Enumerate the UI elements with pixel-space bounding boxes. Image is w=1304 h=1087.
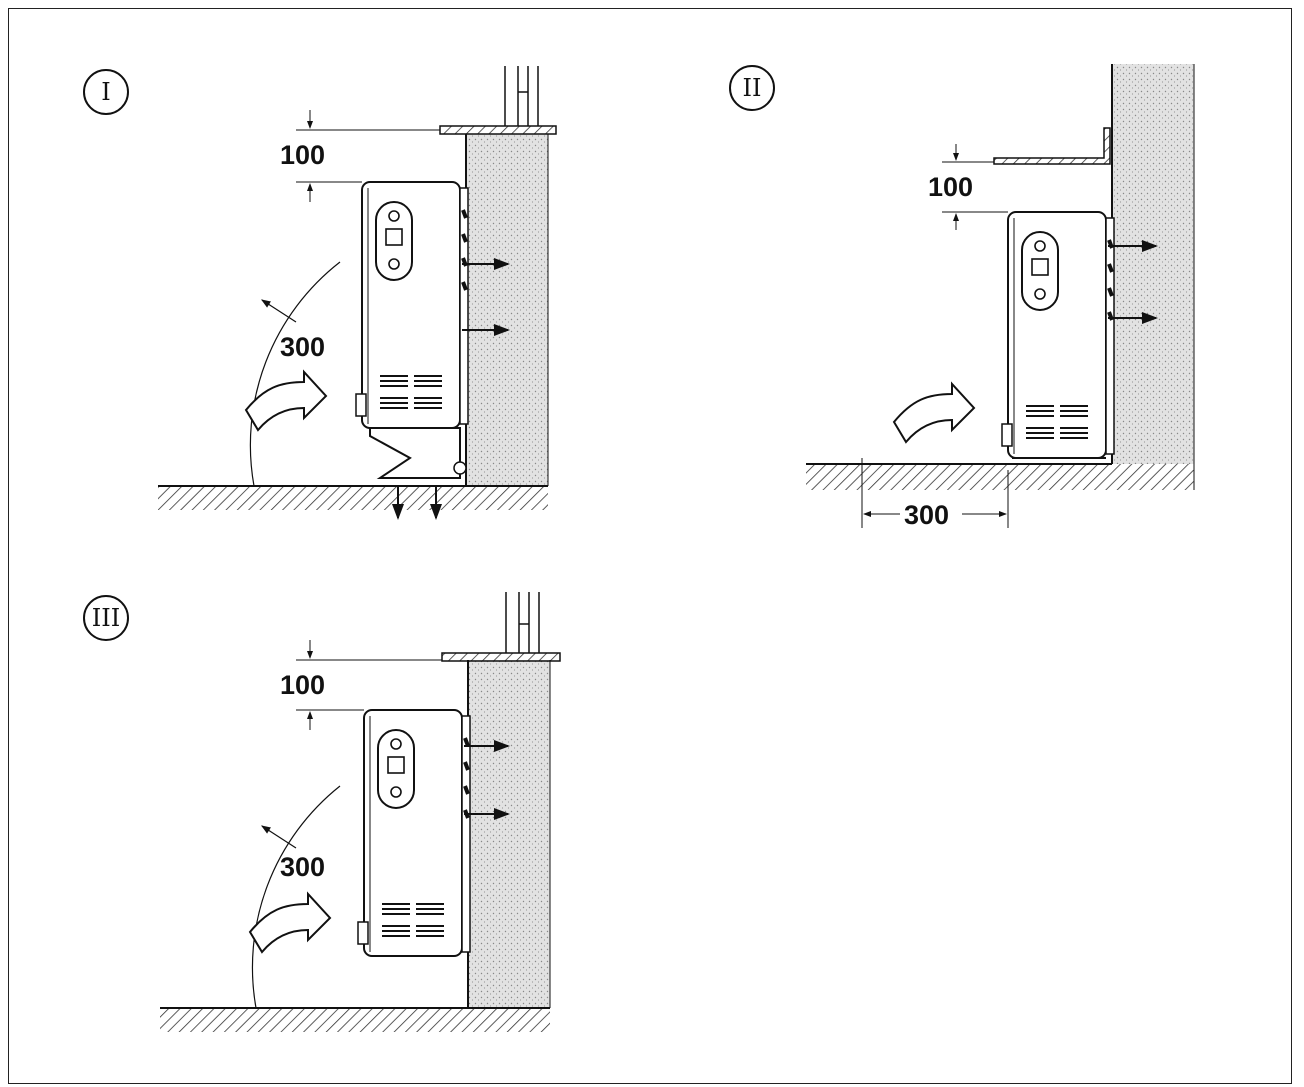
dim-side-clearance: 300 <box>280 332 325 362</box>
figure-frame <box>8 8 1292 1084</box>
floor <box>160 1008 550 1032</box>
panel-3-label: III <box>92 604 120 632</box>
dim-top-clearance: 100 <box>280 670 325 700</box>
dim-top-clearance: 100 <box>280 140 325 170</box>
panel-2-marker <box>729 65 775 111</box>
panel-1: I 100 <box>83 66 557 520</box>
floor <box>806 464 1194 490</box>
airflow-arrow <box>893 383 975 443</box>
wall <box>466 134 548 486</box>
panel-2: II 100 300 <box>729 64 1195 530</box>
dim-side-clearance: 300 <box>280 852 325 882</box>
panel-3: III 100 300 <box>83 592 561 1032</box>
airflow-arrow <box>245 371 327 431</box>
panel-3-marker <box>83 595 129 641</box>
heater-unit <box>354 180 470 430</box>
wall <box>1112 64 1194 464</box>
heater-unit <box>356 708 472 958</box>
dim-top-clearance: 100 <box>928 172 973 202</box>
panel-1-label: I <box>101 78 110 106</box>
panel-2-label: II <box>743 74 762 102</box>
shelf <box>993 127 1111 165</box>
shelf <box>439 125 557 135</box>
dim-side-clearance: 300 <box>904 500 949 530</box>
panel-1-marker <box>83 69 129 115</box>
floor <box>158 486 548 510</box>
heater-unit <box>1000 210 1116 460</box>
wall <box>468 660 550 1008</box>
shelf <box>441 652 561 662</box>
